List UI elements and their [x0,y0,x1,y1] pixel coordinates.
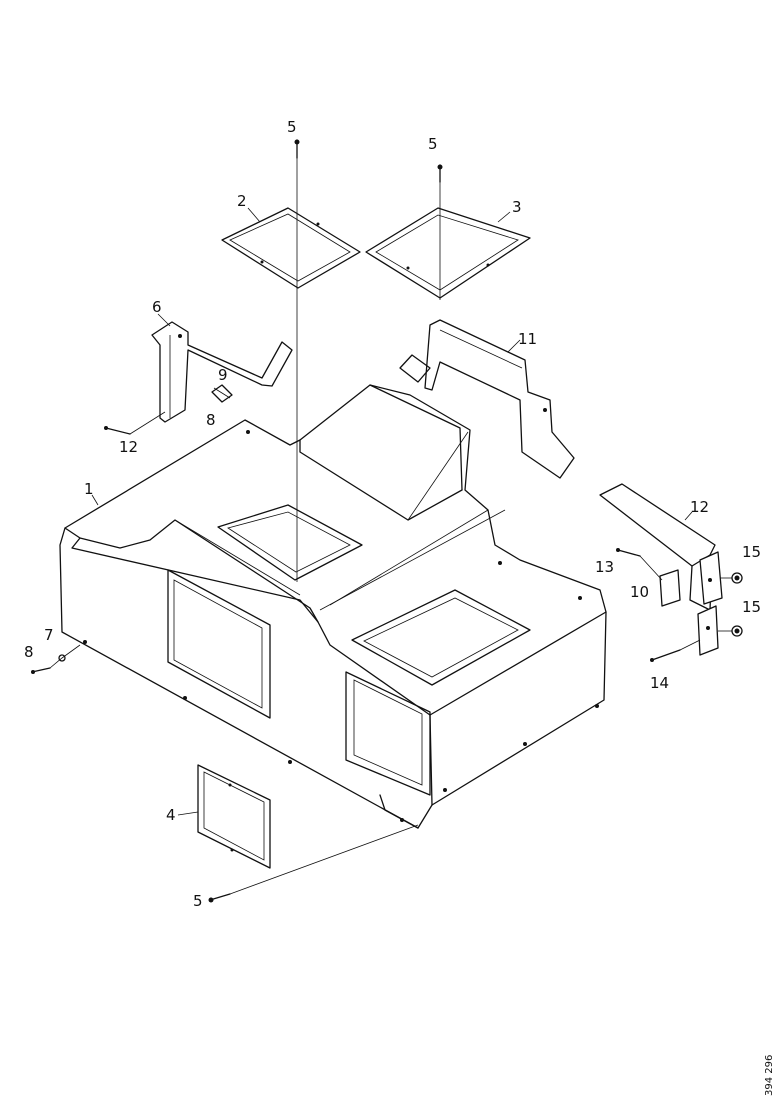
hinge-block [697,551,723,656]
label-part-6: 6 [152,298,162,316]
label-part-10: 10 [630,583,649,601]
label-part-8-top: 8 [206,411,216,429]
label-part-14: 14 [650,674,669,692]
cover-plate-2 [221,207,361,289]
label-part-7: 7 [44,626,54,644]
assembly-lines [49,158,732,895]
cover-plate-3 [365,207,531,299]
label-part-2: 2 [237,192,247,210]
part-labels: 1 2 3 4 5 5 5 6 7 8 8 9 10 11 12 12 13 1… [24,118,775,1096]
label-part-12-right: 12 [690,498,709,516]
label-part-1: 1 [84,480,94,498]
nut-15 [731,572,743,637]
label-part-13: 13 [595,558,614,576]
label-part-4: 4 [166,806,176,824]
main-housing [59,384,607,829]
drawing-code: 394 296 [764,1055,775,1096]
bracket-11 [399,319,575,479]
label-part-15-upper: 15 [742,543,761,561]
label-part-5-top-right: 5 [428,135,438,153]
latch-10 [659,569,681,607]
label-part-12-left: 12 [119,438,138,456]
label-part-5-bottom: 5 [193,892,203,910]
label-part-9: 9 [218,366,228,384]
label-leaders [91,207,693,816]
cover-plate-4 [197,764,271,869]
label-part-5-top-left: 5 [287,118,297,136]
label-part-3: 3 [512,198,522,216]
label-part-8-left: 8 [24,643,34,661]
clip-9 [211,384,233,403]
label-part-15-lower: 15 [742,598,761,616]
label-part-11: 11 [518,330,537,348]
bracket-6 [151,321,293,423]
